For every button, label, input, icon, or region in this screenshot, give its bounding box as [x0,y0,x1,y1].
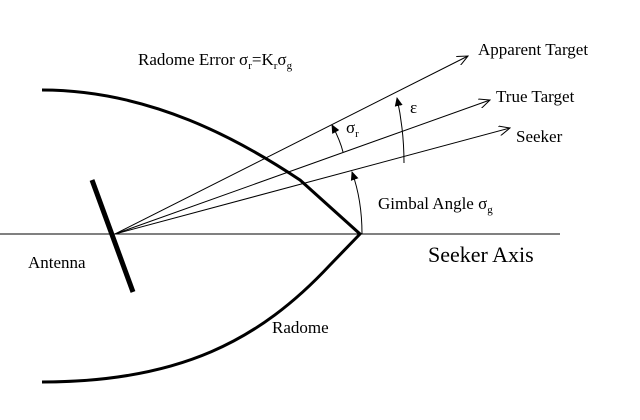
epsilon-label: ε [410,98,418,117]
antenna [89,179,136,293]
seeker-label: Seeker [516,127,563,146]
gimbal-angle-arc [350,171,363,235]
epsilon-arc [394,97,405,164]
true-target-label: True Target [496,87,575,106]
radome-label: Radome [272,318,329,337]
seeker-ray [114,128,510,235]
radome-outline [41,88,363,384]
sigma-r-arc [331,124,344,153]
sigma-r-label: σr [346,118,359,140]
apparent-target-ray [114,56,468,235]
apparent-target-label: Apparent Target [478,40,589,59]
true-target-ray [114,100,490,235]
gimbal-angle-label: Gimbal Angle σg [378,194,493,216]
seeker-axis-label: Seeker Axis [428,242,534,267]
antenna-label: Antenna [28,253,86,272]
radome-error-label: Radome Error σr=Krσg [138,50,293,72]
